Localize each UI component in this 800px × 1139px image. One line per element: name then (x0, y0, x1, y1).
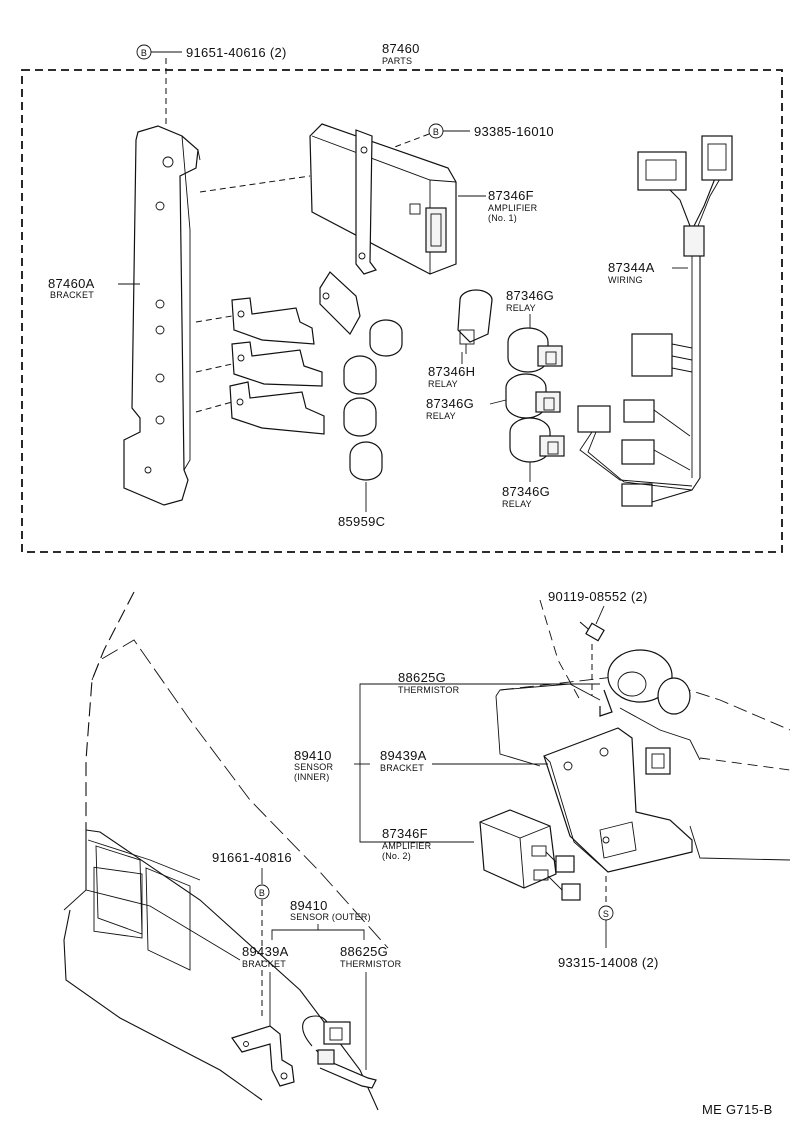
outer-thermistor-desc: THERMISTOR (340, 959, 402, 969)
relay-g1-drawing (507, 327, 563, 373)
relay-g1-part-number: 87346G (506, 288, 554, 303)
thermistor-part-number: 88625G (398, 670, 446, 685)
wiring-harness-drawing (577, 135, 733, 507)
amp-screw-part-number: 93385-16010 (474, 124, 554, 139)
relay-g3-drawing (509, 417, 565, 463)
rings-85959c (343, 319, 403, 512)
assembly-boundary-box (21, 69, 783, 553)
nut-part-number: 93315-14008 (2) (558, 955, 659, 970)
amp-screw-code: B (433, 127, 439, 137)
bracket-part-number: 87460A (48, 276, 95, 291)
amplifier-no2-drawing (479, 809, 581, 901)
outer-bracket-part-number: 89439A (242, 944, 289, 959)
nut-callout: S 93315-14008 (2) (558, 905, 659, 970)
relay-g1-desc: RELAY (506, 303, 536, 313)
inner-bracket-desc: BRACKET (380, 763, 424, 773)
amp2-part-number: 87346F (382, 826, 428, 841)
bracket-desc: BRACKET (50, 290, 94, 300)
inner-sensor-part-number: 89410 (294, 748, 332, 763)
nut-code: S (603, 909, 609, 919)
screw-callout-top: B 91651-40616 (2) (136, 44, 287, 128)
relay-g3-part-number: 87346G (502, 484, 550, 499)
inner-bracket-drawing (543, 727, 693, 873)
wiring-part-number: 87344A (608, 260, 655, 275)
wiring-desc: WIRING (608, 275, 643, 285)
outer-screw-part-number: 91661-40816 (212, 850, 292, 865)
drawing-code: ME G715-B (702, 1102, 773, 1117)
bolt-part-number: 90119-08552 (2) (548, 589, 648, 604)
parts-set-desc: PARTS (382, 56, 412, 66)
inner-sensor-drawing (599, 649, 701, 775)
outer-screw-callout: B (254, 868, 270, 1020)
outer-sensor-part-number: 89410 (290, 898, 328, 913)
relay-h-desc: RELAY (428, 379, 458, 389)
inner-sensor-bracket-line (359, 683, 600, 843)
outer-sensor-bracket-line (271, 929, 365, 940)
inner-sensor-desc-a: SENSOR (294, 762, 334, 772)
amp1-part-number: 87346F (488, 188, 534, 203)
parts-set-number: 87460 (382, 41, 420, 56)
relay-g2-desc: RELAY (426, 411, 456, 421)
outer-screw-code: B (259, 888, 265, 898)
clamp-pieces (229, 271, 361, 435)
amplifier-no1-drawing (309, 123, 457, 275)
ring-part-number: 85959C (338, 514, 385, 529)
thermistor-desc: THERMISTOR (398, 685, 460, 695)
amp-screw-callout: B 93385-16010 (391, 123, 554, 149)
outer-thermistor-drawing (302, 1015, 377, 1089)
outer-bracket-drawing (231, 1025, 295, 1087)
outer-thermistor-part-number: 88625G (340, 944, 388, 959)
bracket-87460a-drawing (123, 125, 201, 506)
outer-bracket-desc: BRACKET (242, 959, 286, 969)
inner-sensor-desc-b: (INNER) (294, 772, 329, 782)
screw-part-number: 91651-40616 (2) (186, 45, 287, 60)
relay-h-drawing (457, 289, 493, 354)
amp1-desc-a: AMPLIFIER (488, 203, 538, 213)
bolt-drawing (579, 621, 605, 696)
amp2-desc-a: AMPLIFIER (382, 841, 432, 851)
relay-g3-desc: RELAY (502, 499, 532, 509)
relay-g2-drawing (505, 373, 561, 419)
screw-code: B (141, 48, 147, 58)
amp2-desc-b: (No. 2) (382, 851, 411, 861)
inner-bracket-part-number: 89439A (380, 748, 427, 763)
outer-sensor-desc: SENSOR (OUTER) (290, 912, 371, 922)
relay-g2-part-number: 87346G (426, 396, 474, 411)
amp1-desc-b: (No. 1) (488, 213, 517, 223)
relay-h-part-number: 87346H (428, 364, 475, 379)
